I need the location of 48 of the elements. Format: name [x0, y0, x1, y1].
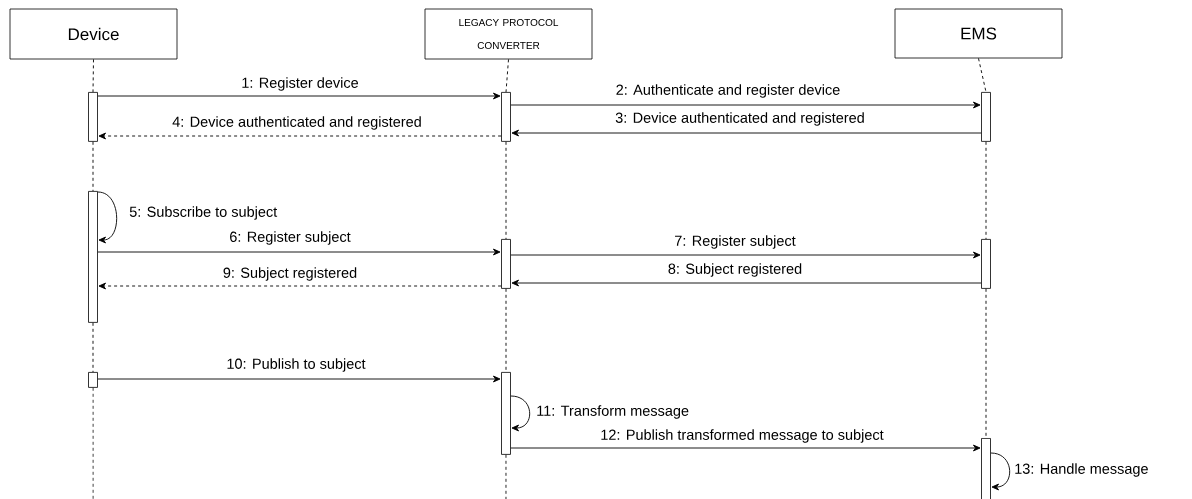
message-arrow: [97, 92, 501, 100]
edge-label: 5: Subscribe to subject: [129, 206, 278, 220]
edge-label: 13: Handle message: [1015, 463, 1148, 477]
activation-bar: [501, 92, 511, 142]
activation-bar: [981, 438, 991, 499]
message-arrow: [511, 129, 982, 137]
participant-box: EMS: [894, 8, 1063, 59]
edge-label: 4: Device authenticated and registered: [172, 116, 421, 130]
edge-label: 7: Register subject: [675, 235, 796, 249]
activation-bar: [981, 92, 991, 142]
message-arrow: [510, 101, 981, 109]
lifeline: [92, 141, 94, 192]
edge-label: 6: Register subject: [230, 231, 351, 245]
lifeline: [505, 288, 507, 373]
participant-box: Device: [9, 8, 178, 60]
message-arrow: [97, 248, 501, 256]
lifeline: [92, 387, 94, 499]
message-arrow: [98, 132, 502, 140]
activation-bar: [501, 372, 511, 455]
activation-bar: [981, 239, 991, 289]
lifeline: [92, 58, 94, 93]
lifeline: [985, 141, 987, 240]
lifeline: [505, 141, 507, 240]
activation-bar: [88, 191, 98, 323]
lifeline: [92, 322, 94, 373]
edge-label: 2: Authenticate and register device: [616, 84, 840, 98]
message-arrow: [97, 191, 118, 244]
edge-label: 1: Register device: [242, 77, 359, 91]
message-arrow: [510, 251, 981, 259]
lifeline: [978, 57, 987, 93]
activation-bar: [88, 372, 98, 388]
edge-label: 8: Subject registered: [668, 263, 802, 277]
message-arrow: [511, 279, 982, 287]
message-arrow: [97, 375, 501, 383]
message-arrow: [98, 282, 502, 290]
edge-label: 3: Device authenticated and registered: [615, 112, 864, 126]
edge-label: 11: Transform message: [537, 405, 689, 419]
edge-label: 10: Publish to subject: [227, 358, 366, 372]
edge-label: 9: Subject registered: [223, 267, 357, 281]
lifeline: [505, 454, 507, 499]
message-arrow: [510, 395, 531, 432]
message-arrow: [510, 444, 981, 452]
lifeline: [505, 58, 509, 93]
activation-bar: [88, 92, 98, 142]
edge-label: 12: Publish transformed message to subject: [601, 429, 884, 443]
message-arrow: [990, 452, 1011, 491]
activation-bar: [501, 239, 511, 289]
participant-box: LEGACY PROTOCOL CONVERTER: [424, 8, 593, 60]
